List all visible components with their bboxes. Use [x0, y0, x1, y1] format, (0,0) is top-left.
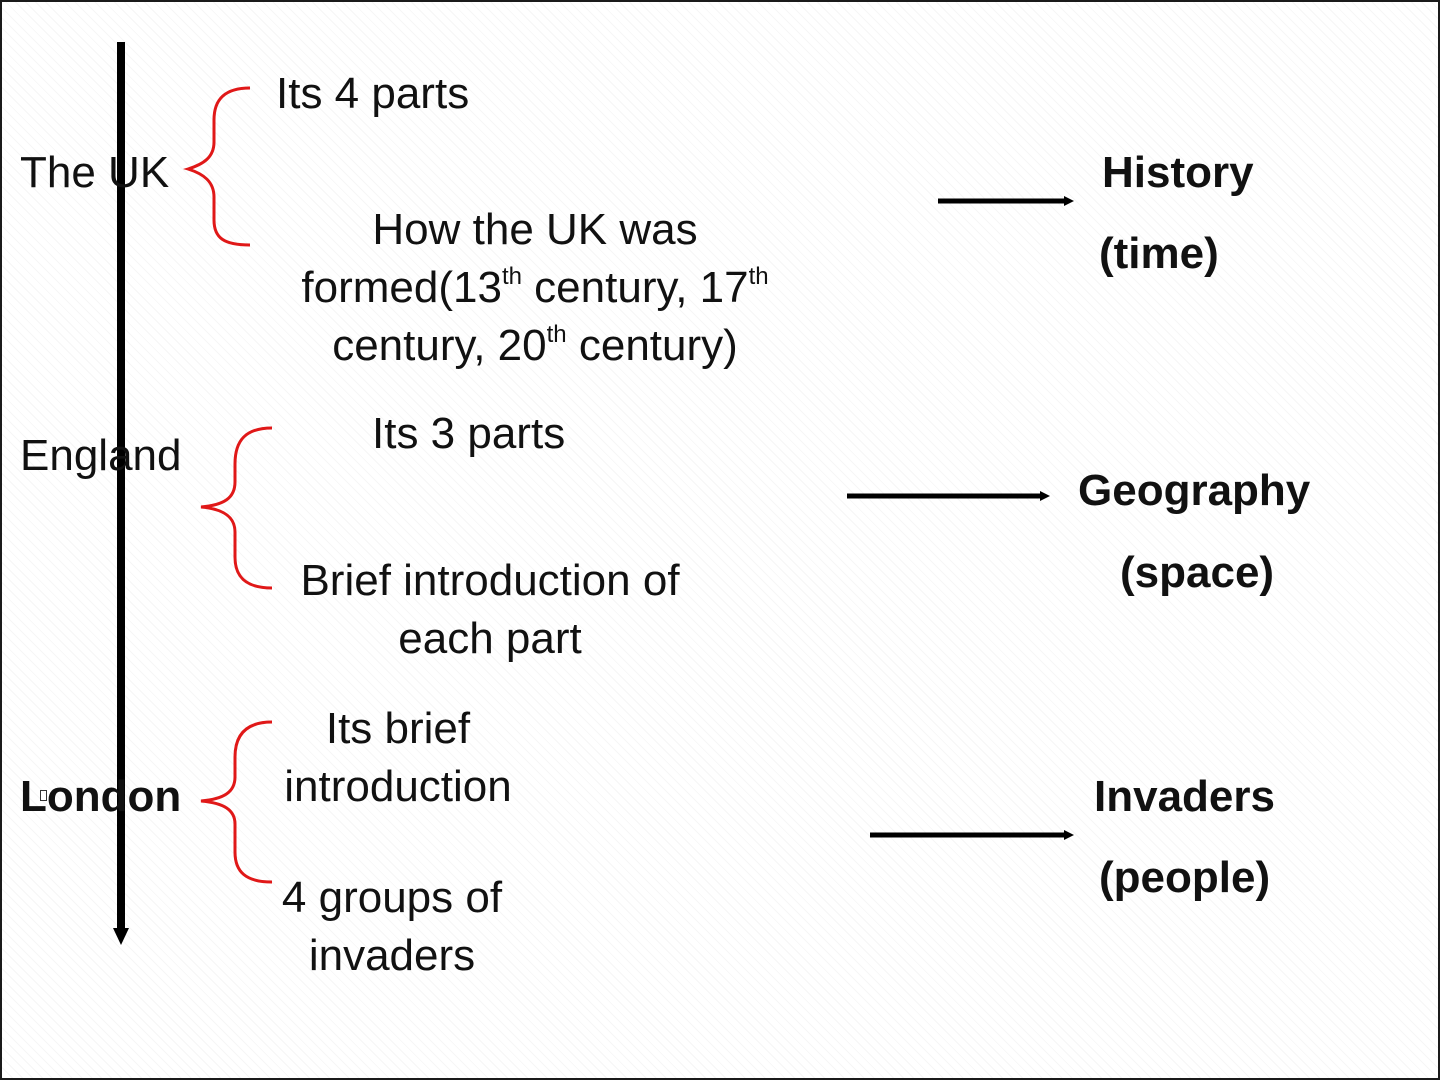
- ordinal-th-3: th: [546, 321, 567, 348]
- label-invaders: Invaders: [1094, 772, 1275, 821]
- arrow-invaders-head: [1064, 830, 1074, 840]
- label-time: (time): [1099, 229, 1219, 278]
- uk-topic-formed-line2: formed(13th century, 17th: [260, 259, 810, 317]
- uk-topic-formed: How the UK was formed(13th century, 17th…: [260, 201, 810, 375]
- label-space: (space): [1120, 548, 1275, 597]
- brace-england: [200, 426, 273, 590]
- england-topic-parts: Its 3 parts: [372, 409, 566, 458]
- england-topic-intro-line2: each part: [398, 614, 582, 663]
- arrow-history-head: [1064, 196, 1074, 206]
- uk-topic-parts: Its 4 parts: [276, 69, 470, 118]
- label-geography: Geography: [1078, 466, 1311, 515]
- london-topic-intro-line2: introduction: [284, 762, 512, 811]
- brace-uk: [182, 86, 251, 247]
- label-history: History: [1102, 148, 1254, 197]
- london-topic-invaders: 4 groups of invaders: [252, 869, 532, 985]
- london-topic-intro: Its brief introduction: [258, 700, 538, 816]
- formed-text-d: century): [566, 321, 738, 370]
- uk-topic-formed-line1: How the UK was: [372, 205, 698, 254]
- arrow-geography-head: [1040, 491, 1050, 501]
- formed-text-c: century, 20: [332, 321, 547, 370]
- uk-topic-formed-line3: century, 20th century): [260, 317, 810, 375]
- label-england: England: [20, 431, 182, 480]
- london-topic-intro-line1: Its brief: [325, 704, 471, 753]
- label-people: (people): [1099, 853, 1271, 902]
- london-topic-invaders-line1: 4 groups of: [281, 873, 503, 922]
- ordinal-th-1: th: [501, 263, 522, 290]
- formed-text-a: formed(13: [301, 263, 502, 312]
- england-topic-intro-line1: Brief introduction of: [300, 556, 680, 605]
- england-topic-intro: Brief introduction of each part: [270, 552, 710, 668]
- brace-london: [200, 720, 273, 884]
- formed-text-b: century, 17: [521, 263, 749, 312]
- label-the-uk: The UK: [20, 148, 170, 197]
- missing-glyph-box: [40, 790, 47, 801]
- ordinal-th-2: th: [748, 263, 769, 290]
- timeline-arrowhead: [113, 928, 129, 945]
- london-topic-invaders-line2: invaders: [308, 931, 476, 980]
